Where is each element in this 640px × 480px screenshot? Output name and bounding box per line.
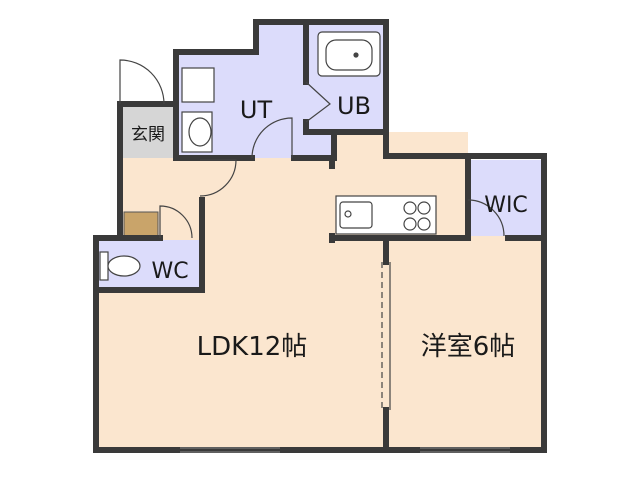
closet-label: WIC — [484, 193, 528, 218]
ldk-label: LDK12帖 — [197, 332, 308, 362]
washbasin-icon — [181, 111, 213, 153]
room-labels: 玄関 UT UB WC WIC LDK12帖 洋室6帖 — [131, 92, 528, 362]
closet-floor — [468, 160, 544, 236]
utility-label: UT — [240, 96, 273, 124]
bathtub-icon — [317, 31, 381, 77]
toilet-icon — [99, 251, 141, 281]
fixtures — [99, 31, 437, 281]
entrance-label: 玄関 — [131, 125, 165, 145]
western-room-label: 洋室6帖 — [421, 332, 516, 362]
floor-fills — [96, 20, 544, 450]
doors — [119, 59, 510, 453]
shoe-box — [123, 211, 159, 237]
kitchen-counter-icon — [335, 195, 437, 235]
toilet-label: WC — [151, 259, 188, 284]
bath-label: UB — [337, 92, 371, 120]
utility-floor — [176, 22, 334, 158]
western-room-floor — [386, 236, 544, 450]
walls — [93, 19, 547, 453]
entrance-floor — [120, 104, 176, 158]
washer-icon — [181, 67, 215, 103]
